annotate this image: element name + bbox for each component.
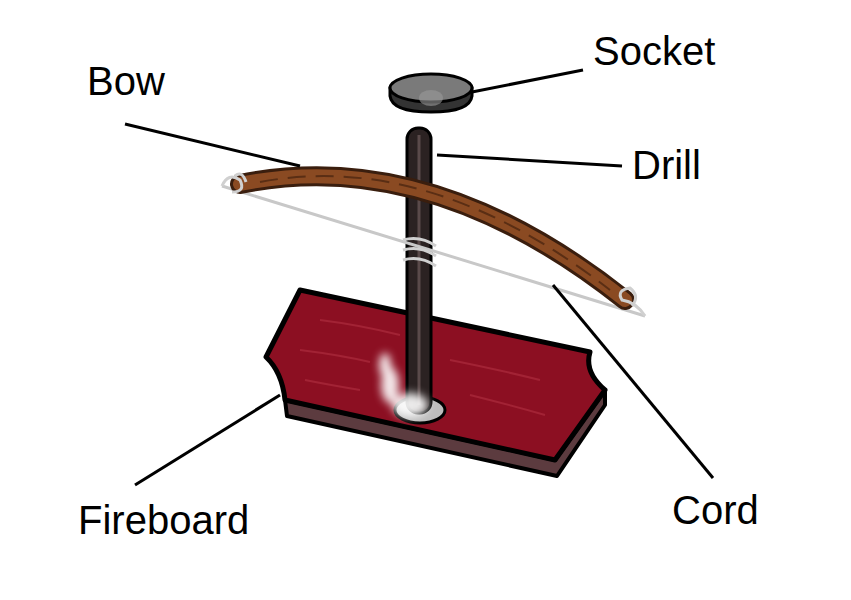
bow-texture [260,176,610,290]
cord-line [222,186,645,316]
cord-wraps [403,238,436,266]
bow-outline [240,176,625,300]
bow-stick [240,176,625,300]
bow-label: Bow [87,58,165,104]
leader-lines [125,70,713,485]
socket-pit [419,90,443,106]
cord-label: Cord [672,487,759,533]
smoke [379,353,428,417]
cord-loops [222,174,645,316]
fireboard-label: Fireboard [78,497,249,543]
socket-label: Socket [593,28,715,74]
drill-highlight [418,135,421,405]
drill-rod [407,128,431,413]
drill-label: Drill [632,142,701,188]
fireboard-top [266,290,605,460]
